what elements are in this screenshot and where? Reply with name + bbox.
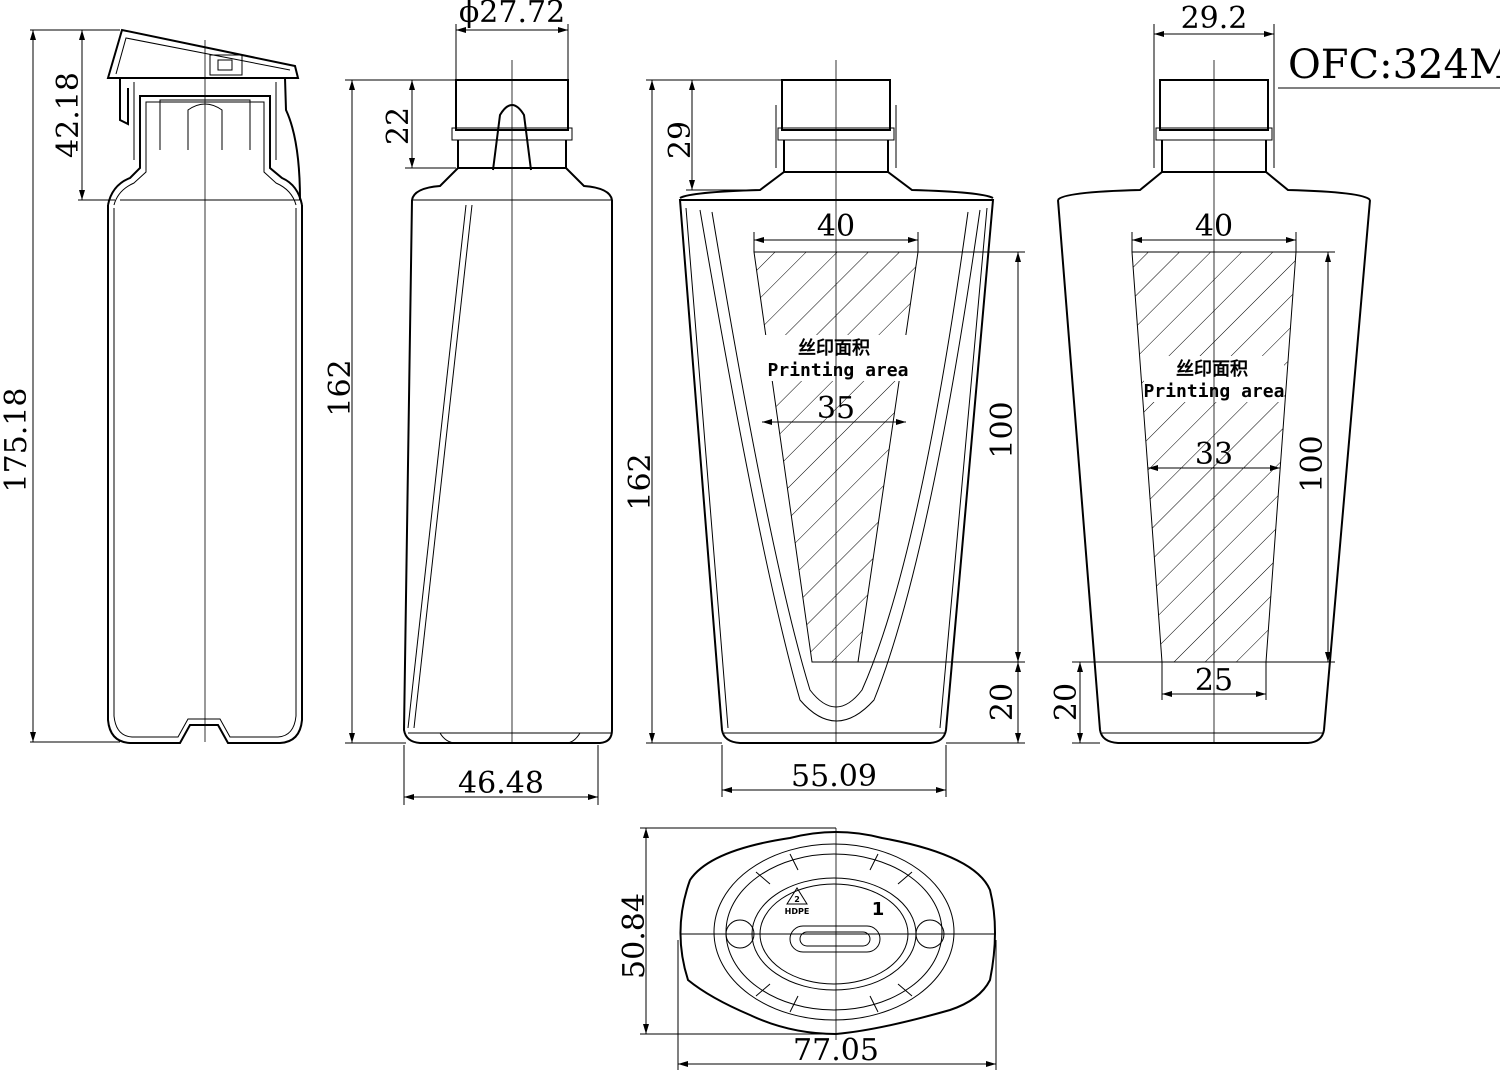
dim-back-print-bottom: 25 bbox=[1195, 663, 1233, 698]
dim-front-print-top: 40 bbox=[817, 209, 855, 244]
dim-front-height: 162 bbox=[623, 453, 658, 510]
back-view: 丝印面积 Printing area 29.2 40 33 25 100 20 bbox=[1049, 1, 1371, 744]
recycle-material: HDPE bbox=[785, 907, 810, 916]
dim-neck-diameter: ϕ27.72 bbox=[459, 0, 565, 30]
dim-back-print-mid: 33 bbox=[1195, 437, 1233, 472]
front-view: 丝印面积 Printing area 40 35 100 20 29 162 bbox=[623, 60, 1025, 797]
dim-front-print-height: 100 bbox=[985, 401, 1020, 458]
dim-cap-height: 42.18 bbox=[51, 72, 86, 158]
dim-bottom-depth: 50.84 bbox=[617, 893, 652, 979]
dim-neck-height: 22 bbox=[381, 107, 416, 145]
dim-front-print-mid: 35 bbox=[817, 391, 855, 426]
capacity-label: OFC:324ML bbox=[1288, 42, 1500, 88]
dim-front-width: 55.09 bbox=[791, 759, 877, 794]
dim-bottom-width: 77.05 bbox=[793, 1033, 879, 1068]
front-print-label-cn: 丝印面积 bbox=[798, 337, 870, 359]
dim-side-width: 46.48 bbox=[458, 766, 544, 801]
mold-number: 1 bbox=[872, 899, 885, 920]
bottom-view: 2 HDPE 1 50.84 77.05 bbox=[617, 827, 997, 1070]
recycle-code: 2 bbox=[794, 895, 800, 904]
section-view: 175.18 42.18 bbox=[0, 28, 303, 744]
dim-front-shoulder: 29 bbox=[663, 121, 698, 159]
dim-back-bottom-margin: 20 bbox=[1049, 683, 1084, 721]
dim-front-bottom-margin: 20 bbox=[985, 683, 1020, 721]
dim-total-height: 175.18 bbox=[0, 388, 34, 493]
front-print-label-en: Printing area bbox=[768, 360, 909, 381]
dim-side-height: 162 bbox=[323, 359, 358, 416]
dim-back-print-height: 100 bbox=[1295, 435, 1330, 492]
dim-back-print-top: 40 bbox=[1195, 209, 1233, 244]
back-print-label-cn: 丝印面积 bbox=[1176, 358, 1248, 380]
dim-back-neck-width: 29.2 bbox=[1181, 1, 1248, 36]
side-view: ϕ27.72 22 162 46.48 bbox=[323, 0, 613, 805]
